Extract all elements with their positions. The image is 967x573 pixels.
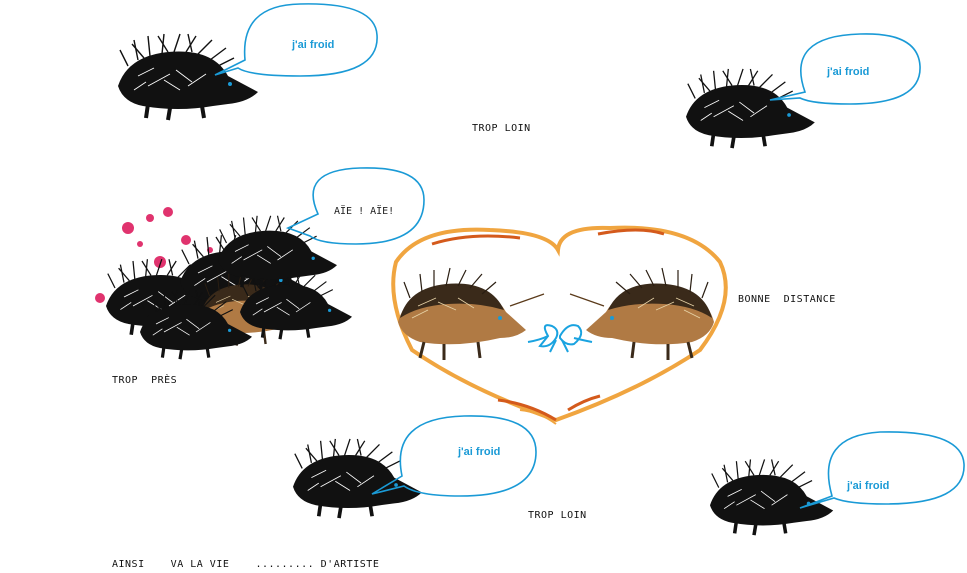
ribbon-bow [527, 324, 593, 353]
label-trop-loin-top: TROP LOIN [472, 123, 531, 134]
label-trop-pres: TROP PRÈS [112, 375, 178, 386]
heart-frame [391, 225, 728, 425]
speech-bubble-4 [371, 415, 537, 497]
hedgehog-cluster [95, 207, 354, 361]
bubble-text-2: j'ai froid [827, 66, 870, 78]
speech-bubble-3 [285, 167, 425, 245]
hedgehog-bottom-right [708, 457, 835, 537]
bubble-text-5: j'ai froid [847, 480, 890, 492]
hedgehog-right-good [584, 266, 716, 362]
hedgehog-top-right [684, 67, 817, 150]
footer-caption: AINSI VA LA VIE ......... D'ARTISTE [112, 559, 380, 570]
speech-bubble-5 [799, 431, 965, 509]
bubble-text-3: AÏE ! AÏE! [334, 206, 395, 217]
bubble-text-1: j'ai froid [292, 39, 335, 51]
hedgehog-bottom-left [291, 437, 424, 520]
speech-bubble-1 [214, 3, 378, 77]
hedgehog-left-good [396, 266, 528, 362]
label-bonne-distance: BONNE DISTANCE [738, 294, 836, 305]
label-trop-loin-bottom: TROP LOIN [528, 510, 587, 521]
hedgehog-top-left [116, 32, 260, 122]
speech-bubble-2 [769, 33, 921, 105]
bubble-text-4: j'ai froid [458, 446, 501, 458]
